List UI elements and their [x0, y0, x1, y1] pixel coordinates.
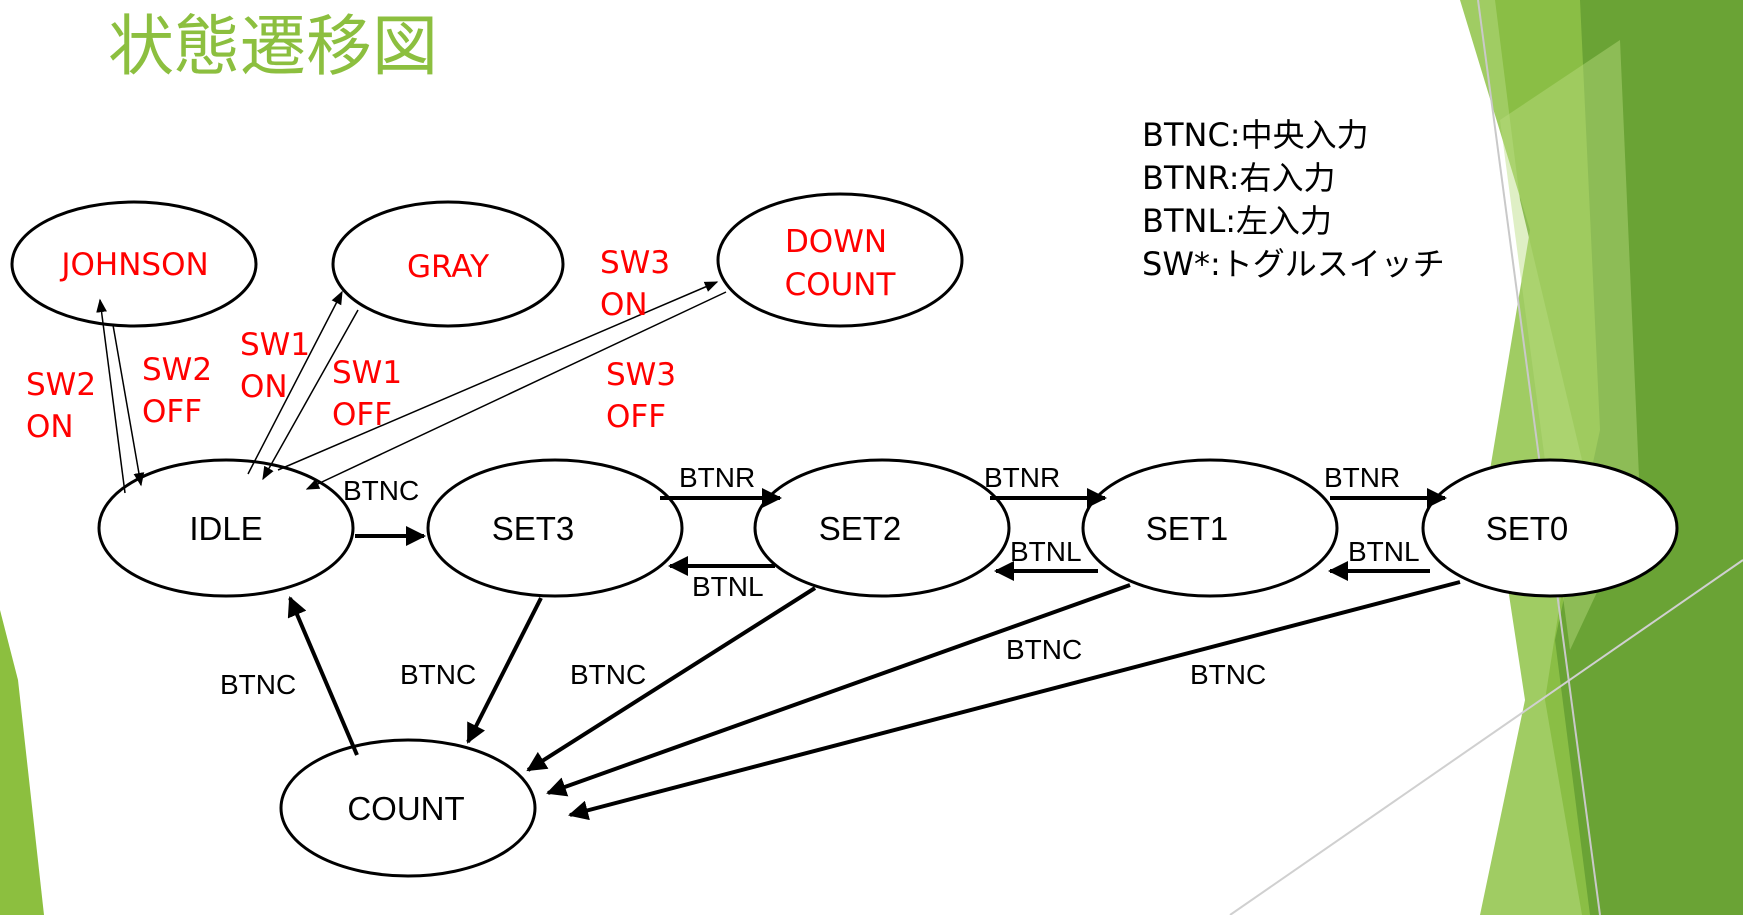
- decor-line-1: [1477, 0, 1601, 915]
- edge-johnson-to-idle: [112, 324, 145, 487]
- edge-count-to-idle: [287, 596, 359, 756]
- edge-label-set0-set1: BTNL: [1348, 536, 1420, 567]
- switch-label-sw2-on-2: ON: [26, 409, 74, 445]
- state-label-set2: SET2: [819, 510, 902, 547]
- switch-label-sw3-off-2: OFF: [606, 399, 666, 435]
- edge-gray-to-idle: [262, 309, 359, 481]
- state-label-johnson: JOHNSON: [59, 247, 208, 283]
- switch-label-sw2-off-1: SW2: [142, 352, 212, 388]
- state-set1: [1081, 458, 1339, 598]
- state-label-set3: SET3: [492, 510, 575, 547]
- switch-label-sw3-on-1: SW3: [600, 245, 670, 281]
- state-label-set0: SET0: [1486, 510, 1569, 547]
- state-set0: [1421, 458, 1679, 598]
- decor-line-2: [1229, 559, 1743, 915]
- state-label-count: COUNT: [347, 790, 464, 827]
- switch-label-sw3-off-1: SW3: [606, 357, 676, 393]
- legend-item-sw: SW*:トグルスイッチ: [1142, 245, 1445, 283]
- edge-label-set2-count: BTNC: [570, 659, 646, 690]
- state-johnson: [10, 200, 258, 328]
- state-down-count: [716, 192, 964, 328]
- edge-label-count-idle: BTNC: [220, 669, 296, 700]
- right-green-band-light: [1460, 0, 1600, 915]
- edge-idle-to-down-count: [277, 281, 719, 471]
- state-set3: [426, 458, 684, 598]
- edge-set2-to-count: [526, 586, 817, 772]
- edge-set1-to-count: [546, 583, 1131, 797]
- edge-label-set3-count: BTNC: [400, 659, 476, 690]
- legend-item-btnc: BTNC:中央入力: [1142, 116, 1369, 154]
- edge-down-count-to-idle: [305, 291, 727, 490]
- state-idle: [97, 458, 355, 598]
- state-label-gray: GRAY: [407, 249, 489, 285]
- legend-item-btnr: BTNR:右入力: [1142, 159, 1336, 197]
- state-label-set1: SET1: [1146, 510, 1229, 547]
- legend: BTNC:中央入力 BTNR:右入力 BTNL:左入力 SW*:トグルスイッチ: [1142, 114, 1445, 286]
- state-set2: [753, 458, 1011, 598]
- switch-label-sw2-on-1: SW2: [26, 367, 96, 403]
- slide-title: 状態遷移図: [108, 8, 438, 85]
- state-count: [279, 738, 537, 878]
- edge-label-set2-set1: BTNR: [984, 462, 1060, 493]
- switch-label-sw3-on-2: ON: [600, 287, 648, 323]
- edge-label-set1-set0: BTNR: [1324, 462, 1400, 493]
- switch-label-sw1-on-1: SW1: [240, 327, 310, 363]
- edge-idle-to-johnson: [96, 298, 126, 494]
- switch-label-sw1-off-2: OFF: [332, 397, 392, 433]
- edge-label-idle-set3: BTNC: [343, 475, 419, 506]
- switch-label-sw2-off-2: OFF: [142, 394, 202, 430]
- edge-idle-to-gray: [247, 290, 343, 475]
- switch-label-sw1-off-1: SW1: [332, 355, 402, 391]
- edge-label-set0-count: BTNC: [1190, 659, 1266, 690]
- edge-set0-to-count: [568, 580, 1461, 821]
- edge-label-set1-set2: BTNL: [1010, 536, 1082, 567]
- state-label-count-word: COUNT: [785, 267, 897, 303]
- switch-label-sw1-on-2: ON: [240, 369, 288, 405]
- edge-label-set1-count: BTNC: [1006, 634, 1082, 665]
- state-label-down: DOWN: [785, 224, 887, 260]
- edge-set3-to-count: [466, 597, 543, 744]
- state-gray: [331, 200, 565, 328]
- state-label-idle: IDLE: [189, 510, 262, 547]
- edge-label-set3-set2: BTNR: [679, 462, 755, 493]
- edge-label-set2-set3: BTNL: [692, 571, 764, 602]
- legend-item-btnl: BTNL:左入力: [1142, 202, 1333, 240]
- left-green-strip: [0, 610, 44, 915]
